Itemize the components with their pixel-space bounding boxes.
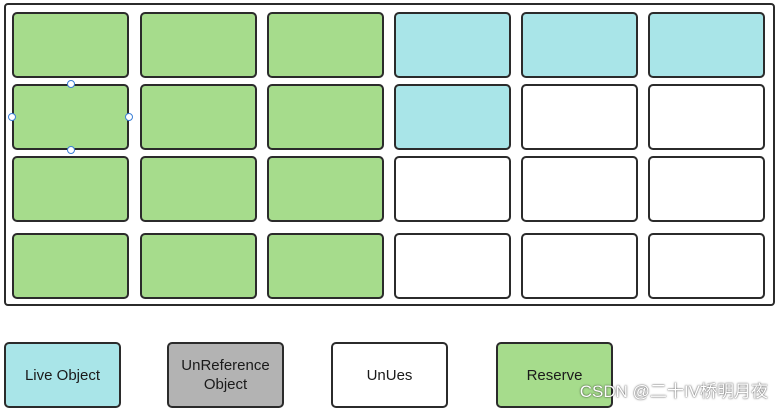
legend-live-object: Live Object <box>4 342 121 408</box>
memory-region-frame <box>4 3 775 306</box>
selection-handle[interactable] <box>66 80 75 88</box>
memory-block-unused <box>394 233 511 299</box>
memory-block-unused <box>521 233 638 299</box>
memory-block-reserve <box>12 84 129 150</box>
memory-block-unused <box>648 84 765 150</box>
memory-block-reserve <box>140 84 257 150</box>
memory-block-reserve <box>12 156 129 222</box>
memory-block-reserve <box>12 12 129 78</box>
memory-block-reserve <box>267 12 384 78</box>
memory-block-unused <box>521 156 638 222</box>
legend-unreferenced-object: UnReference Object <box>167 342 284 408</box>
memory-block-live <box>521 12 638 78</box>
memory-block-unused <box>394 156 511 222</box>
memory-block-reserve <box>12 233 129 299</box>
memory-block-unused <box>648 156 765 222</box>
memory-block-live <box>648 12 765 78</box>
memory-block-reserve <box>267 233 384 299</box>
selection-handle[interactable] <box>8 113 16 121</box>
memory-block-unused <box>521 84 638 150</box>
memory-block-reserve <box>140 156 257 222</box>
memory-block-reserve <box>267 84 384 150</box>
memory-block-live <box>394 84 511 150</box>
memory-block-unused <box>648 233 765 299</box>
watermark: CSDN @二十IV桥明月夜 <box>579 382 768 401</box>
selection-handle[interactable] <box>66 146 75 154</box>
legend-reserve: Reserve <box>496 342 613 408</box>
selection-handle[interactable] <box>125 113 133 121</box>
memory-block-live <box>394 12 511 78</box>
memory-block-reserve <box>140 233 257 299</box>
memory-block-reserve <box>267 156 384 222</box>
memory-block-reserve <box>140 12 257 78</box>
legend-unused: UnUes <box>331 342 448 408</box>
